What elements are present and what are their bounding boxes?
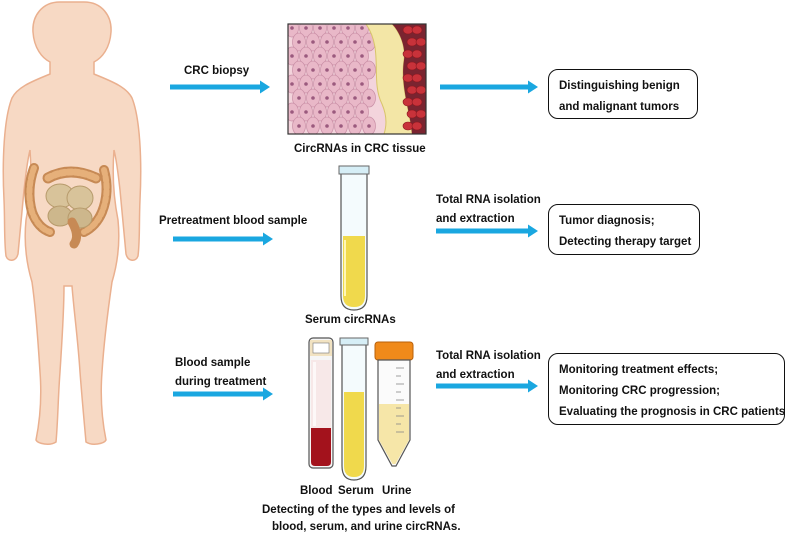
serum-tube-2 (339, 337, 369, 481)
outcome-2-line1: Tumor diagnosis; (559, 215, 655, 227)
during-treatment-label-line2: during treatment (175, 376, 267, 388)
outcome-2-line2: Detecting therapy target (559, 236, 692, 248)
arrow-outcome-1 (440, 80, 538, 94)
outcome-box-1: Distinguishing benign and malignant tumo… (548, 69, 698, 119)
outcome-box-3: Monitoring treatment effects; Monitoring… (548, 353, 785, 425)
outcome-3-line2: Monitoring CRC progression; (559, 385, 720, 397)
blood-label: Blood (300, 485, 333, 497)
tissue-frame (287, 23, 427, 135)
serum-tube-1 (338, 165, 370, 311)
colon-illustration (24, 163, 112, 249)
outcome-3-line1: Monitoring treatment effects; (559, 364, 719, 376)
outcome-box-2: Tumor diagnosis; Detecting therapy targe… (548, 204, 700, 255)
arrow-during-treatment (173, 387, 273, 401)
arrow-biopsy (170, 80, 270, 94)
urine-container (374, 341, 414, 467)
during-treatment-label-line1: Blood sample (175, 357, 251, 369)
outcome-1-line1: Distinguishing benign (559, 80, 680, 92)
arrow-pretreatment (173, 232, 273, 246)
serum-label: Serum (338, 485, 374, 497)
isolation-label-2-line2: and extraction (436, 369, 515, 381)
isolation-label-1-line1: Total RNA isolation (436, 194, 541, 206)
isolation-label-1-line2: and extraction (436, 213, 515, 225)
outcome-3-line3: Evaluating the prognosis in CRC patients (559, 406, 786, 418)
circrna-tissue-label: CircRNAs in CRC tissue (294, 143, 426, 155)
detect-label-line1: Detecting of the types and levels of (262, 504, 455, 516)
crc-biopsy-label: CRC biopsy (184, 65, 250, 77)
tissue-illustration (288, 24, 426, 134)
arrow-outcome-3 (436, 379, 538, 393)
blood-tube (308, 337, 334, 469)
arrows (170, 80, 538, 401)
outcome-1-line2: and malignant tumors (559, 101, 680, 113)
serum-circrnas-label: Serum circRNAs (305, 314, 396, 326)
arrow-outcome-2 (436, 224, 538, 238)
urine-label: Urine (382, 485, 412, 497)
detect-label-line2: blood, serum, and urine circRNAs. (272, 521, 461, 533)
pretreatment-label: Pretreatment blood sample (159, 215, 308, 227)
isolation-label-2-line1: Total RNA isolation (436, 350, 541, 362)
